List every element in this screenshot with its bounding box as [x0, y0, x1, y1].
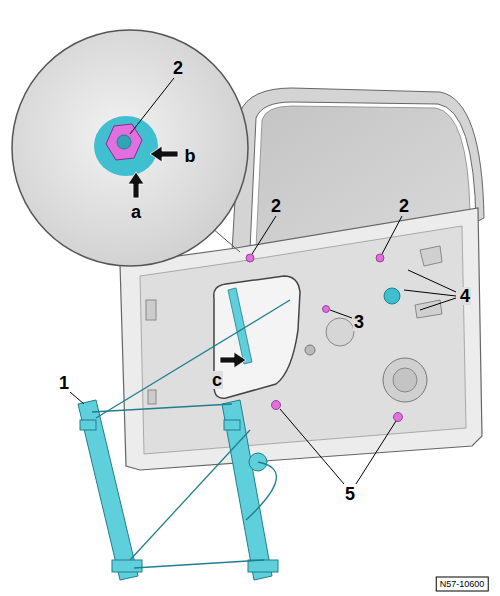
leader-line — [70, 78, 456, 484]
direction-arrow-part — [150, 146, 178, 162]
callout-number: 2 — [270, 197, 282, 215]
mounting-hole-part — [272, 401, 281, 410]
door-shell-part — [420, 246, 442, 266]
window-regulator — [78, 400, 278, 580]
mounting-hole — [246, 254, 403, 422]
door-shell-part — [415, 300, 442, 318]
leader-line-part — [70, 392, 84, 404]
mounting-hole-part — [376, 254, 384, 262]
leader-line-part — [356, 421, 396, 484]
door-shell-part — [326, 318, 354, 346]
view-letter: b — [184, 147, 197, 165]
window-regulator-part — [222, 400, 272, 580]
detail-inset-part — [12, 30, 248, 266]
regulator-cable-part — [96, 300, 290, 418]
door-shell-part — [214, 276, 300, 398]
door-shell-part — [393, 368, 417, 392]
regulator-cable — [92, 300, 290, 568]
window-regulator-part — [248, 560, 278, 572]
leader-line-part — [130, 78, 174, 134]
detail-inset-part — [94, 116, 158, 176]
direction-arrow-part — [128, 172, 144, 198]
window-regulator-part — [112, 560, 142, 572]
detail-inset-part — [117, 135, 131, 149]
regulator-cable-part — [130, 430, 250, 560]
regulator-rod-part — [384, 288, 400, 304]
leader-line-part — [404, 290, 456, 296]
callout-number: 2 — [398, 197, 410, 215]
window-regulator-part — [80, 420, 96, 430]
callout-number: 2 — [172, 59, 184, 77]
callout-number: 5 — [344, 485, 356, 503]
direction-arrow-part — [220, 352, 246, 368]
door-shell-part — [146, 300, 156, 320]
callout-number: 1 — [58, 374, 70, 392]
window-regulator-part — [78, 400, 138, 580]
figure-code: N57-10600 — [436, 577, 489, 592]
regulator-cable-part — [134, 560, 264, 568]
leader-line-part — [252, 216, 276, 254]
detail-inset-part — [106, 124, 142, 160]
door-shell-part — [383, 358, 427, 402]
mounting-hole-part — [323, 306, 330, 313]
mounting-hole-part — [246, 254, 254, 262]
regulator-rod — [228, 288, 400, 364]
door-shell-part — [305, 345, 315, 355]
window-regulator-part — [224, 420, 240, 430]
detail-inset-part — [212, 228, 240, 252]
door-shell-part — [148, 390, 156, 404]
leader-line-part — [408, 270, 456, 292]
regulator-cable-part — [246, 462, 276, 520]
direction-arrow — [128, 146, 246, 368]
mounting-hole-part — [394, 413, 403, 422]
view-letter: c — [211, 371, 223, 389]
view-letter: a — [130, 203, 142, 221]
callout-number: 4 — [459, 287, 471, 305]
leader-line-part — [382, 216, 402, 254]
detail-inset — [12, 30, 248, 266]
door-shell-part — [140, 226, 466, 454]
leader-line-part — [280, 409, 344, 484]
callout-number: 3 — [353, 313, 365, 331]
leader-line-part — [330, 310, 352, 318]
leader-line-part — [420, 298, 456, 310]
